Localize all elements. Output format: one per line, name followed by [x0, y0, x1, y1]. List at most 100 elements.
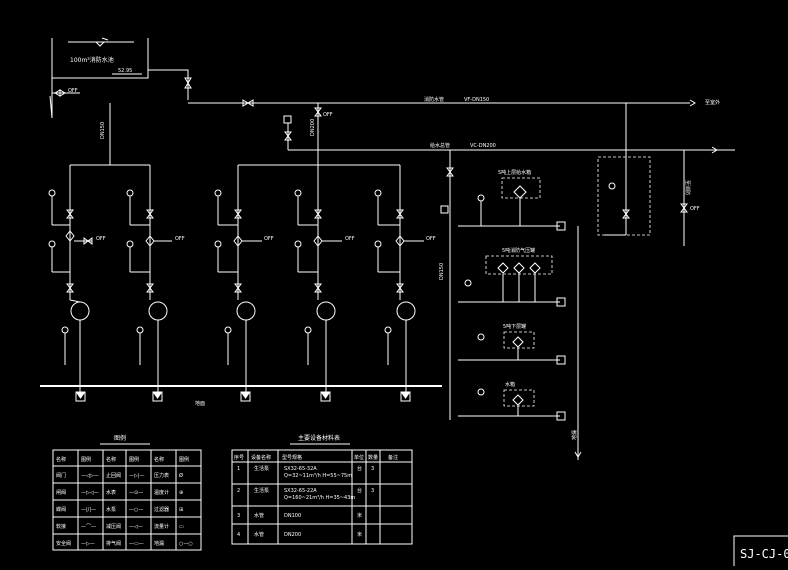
equipment-2[interactable]: 5吨消防气压罐 — [458, 247, 560, 303]
legend-cell: ○—○ — [179, 541, 193, 547]
gauge-box-icon — [283, 115, 292, 124]
legend-cell: 水表 — [106, 489, 116, 496]
dn150-vertical-label-2: DN150 — [439, 263, 445, 280]
pump-5-off-label: OFF — [426, 236, 436, 242]
equipment-table-cell: 4 — [237, 532, 240, 538]
legend-cell: —▭— — [129, 541, 144, 547]
pump-1-filter-icon — [65, 230, 75, 242]
legend-cell: 过滤器 — [154, 506, 169, 513]
legend-cell: 流量计 — [154, 523, 169, 530]
legend-cell: ⊕ — [179, 490, 183, 496]
pump-1-valve-icon — [66, 209, 74, 219]
legend-cell: ⊞ — [179, 507, 183, 513]
equipment-table-header: 数量 — [368, 454, 378, 461]
main-mid-label: VC-DN200 — [470, 143, 496, 149]
equipment-3[interactable]: 5吨下层罐 — [458, 323, 560, 361]
drawing-code-text: SJ-CJ-0 — [740, 547, 788, 561]
equipment-table-header: 型号规格 — [282, 454, 302, 461]
equipment-table-cell: 3 — [371, 488, 374, 494]
right-riser-gauge-icon — [440, 205, 449, 214]
equipment-table-header: 单位 — [354, 454, 364, 461]
tank-label: 100m³消防水池 — [70, 56, 114, 64]
off-mid-label: OFF — [323, 112, 333, 118]
tank-off-label: OFF — [68, 88, 78, 94]
equipment-table-cell: 水管 — [254, 531, 264, 538]
right-vertical-valve-icon[interactable] — [680, 203, 688, 213]
right-riser-valve-icon[interactable] — [446, 167, 454, 177]
main-mid-arrow-icon — [711, 146, 718, 154]
legend-cell: 止回阀 — [106, 472, 121, 479]
legend-cell: 名称 — [106, 456, 116, 463]
equipment-table-cell: SX32-65-22A — [284, 488, 317, 494]
legend-cell: 压力表 — [154, 472, 169, 479]
legend-cell: —▷|— — [129, 473, 145, 479]
sink-arrow-icon — [574, 451, 582, 458]
equipment-1[interactable]: 5吨上层给水箱 — [458, 169, 560, 227]
pump-4[interactable]: OFF — [294, 165, 355, 392]
pump-1[interactable]: OFF — [48, 165, 106, 392]
equipment-table-cell: Q=160~21m³/h H=35~43m — [284, 495, 355, 501]
legend-cell: —▷— — [81, 541, 95, 547]
legend-cell: 图例 — [81, 456, 91, 463]
equipment-1-label: 5吨上层给水箱 — [498, 169, 531, 176]
gauge-valve-icon — [284, 131, 292, 141]
dn150-vertical-label: DN150 — [100, 122, 106, 139]
sink-label: 地漏 — [571, 430, 578, 440]
equipment-table-cell: 1 — [237, 466, 240, 472]
equipment-table-title: 主要设备材料表 — [298, 434, 340, 442]
equipment-table-cell: DN200 — [284, 532, 301, 538]
floor-drains — [75, 391, 411, 402]
main-top-arrow-icon — [689, 99, 696, 107]
equipment-table-cell: 水管 — [254, 512, 264, 519]
right-off-label: OFF — [690, 206, 700, 212]
equipment-4[interactable]: 水箱 — [458, 381, 560, 417]
branch-valve-icon[interactable] — [314, 107, 322, 117]
legend-cell: 图例 — [179, 456, 189, 463]
legend-cell: 水泵 — [106, 506, 116, 513]
main-top-valve-icon[interactable] — [242, 99, 254, 107]
equipment-table-cell: 生活泵 — [254, 487, 269, 494]
legend-title: 图例 — [114, 434, 126, 442]
legend-cell: —◁▷— — [81, 473, 99, 479]
drawing-code-stamp: SJ-CJ-0 — [733, 535, 788, 570]
equipment-table-header: 备注 — [388, 454, 398, 461]
legend-cell: Ø — [179, 472, 183, 479]
legend-cell: 闸阀 — [56, 489, 66, 496]
equipment-3-label: 5吨下层罐 — [503, 323, 526, 330]
pump-1-off-label: OFF — [96, 236, 106, 242]
water-tank[interactable]: 100m³消防水池 52.95 — [51, 37, 149, 79]
equipment-table-cell: 3 — [371, 466, 374, 472]
pump-2[interactable]: OFF — [126, 165, 185, 392]
equipment-table-cell: 生活泵 — [254, 465, 269, 472]
main-top-label: VF-DN150 — [464, 97, 489, 103]
dn200-vertical-label: DN200 — [310, 119, 316, 136]
legend-cell: ▭ — [179, 524, 184, 530]
main-top-dest-label: 至室外 — [705, 99, 720, 106]
pump-1-gauge-icon — [48, 189, 56, 197]
legend-cell: 减压阀 — [106, 523, 121, 530]
pump-3-off-label: OFF — [264, 236, 274, 242]
right-vertical-label: 至消防 — [684, 180, 691, 195]
legend-cell: 名称 — [154, 456, 164, 463]
pump-4-off-label: OFF — [345, 236, 355, 242]
equipment-2-label: 5吨消防气压罐 — [502, 247, 535, 254]
right-dashed-box — [597, 156, 651, 236]
equipment-table-cell: Q=32~11m³/h H=55~75m — [284, 473, 352, 479]
equipment-table-cell: 2 — [237, 488, 240, 494]
legend-cell: 地漏 — [154, 540, 164, 547]
legend-cell: 排气阀 — [106, 540, 121, 547]
equipment-4-label: 水箱 — [505, 381, 515, 388]
main-top-prefix-label: 消防水管 — [424, 96, 444, 103]
floor-label: 地面 — [195, 400, 205, 407]
equipment-table-cell: 台 — [357, 465, 362, 472]
legend-cell: —⊙— — [129, 490, 143, 496]
legend-cell: —|/|— — [81, 507, 96, 513]
pump-5[interactable]: OFF — [374, 165, 436, 392]
equipment-table-cell: 台 — [357, 487, 362, 494]
equipment-table-header: 序号 — [234, 454, 244, 461]
pump-3[interactable]: OFF — [214, 165, 274, 392]
equipment-table-cell: DN100 — [284, 513, 301, 519]
